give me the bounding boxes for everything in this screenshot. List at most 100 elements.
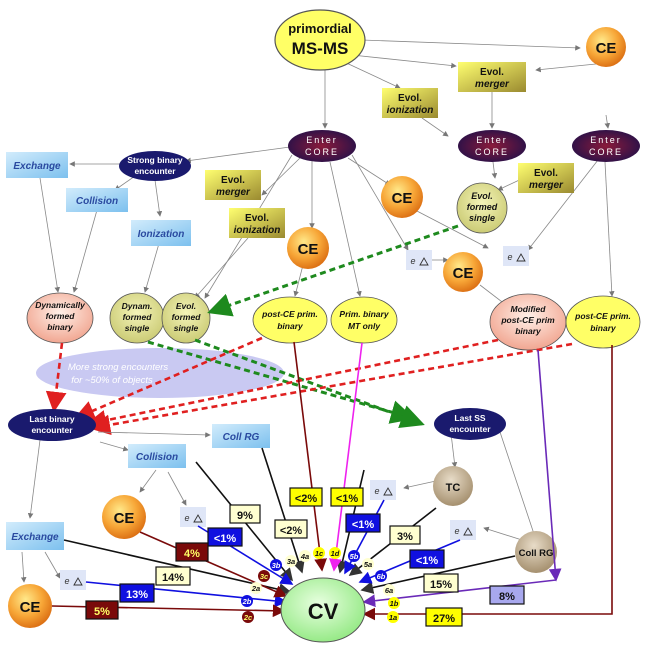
pct-box-1pct-c: <1% xyxy=(207,527,243,547)
ce-bottom-node: CE xyxy=(8,584,52,628)
svg-text:1d: 1d xyxy=(331,549,340,558)
pct-box-9pct: 9% xyxy=(229,504,261,524)
svg-text:ionization: ionization xyxy=(387,105,434,116)
svg-text:e: e xyxy=(454,526,459,536)
svg-text:More strong encounters: More strong encounters xyxy=(68,362,169,373)
svg-text:CORE: CORE xyxy=(589,147,623,157)
svg-text:Last SS: Last SS xyxy=(454,413,486,423)
channel-5a: 5a xyxy=(362,558,374,570)
channel-3c: 3c xyxy=(258,570,270,582)
svg-text:Ionization: Ionization xyxy=(138,229,185,240)
converging-lines xyxy=(51,341,613,621)
svg-text:e: e xyxy=(507,252,512,262)
svg-text:Evol.: Evol. xyxy=(176,301,196,311)
ejected-arrow-icon xyxy=(419,257,429,266)
svg-text:1c: 1c xyxy=(315,549,324,558)
evol-merger-top-box: Evol. merger xyxy=(458,62,526,92)
ce-mid-node: CE xyxy=(381,176,423,218)
pct-box-27pct: 27% xyxy=(425,607,463,627)
channel-1a: 1a xyxy=(387,611,399,623)
coll-rg-bottom-node: Coll RG xyxy=(515,531,557,573)
svg-text:CE: CE xyxy=(298,241,319,258)
ejected-arrow-icon xyxy=(193,514,203,523)
svg-text:e: e xyxy=(64,576,69,586)
pct-box-13pct: 13% xyxy=(119,583,155,603)
svg-text:encounter: encounter xyxy=(449,424,491,434)
svg-text:formed: formed xyxy=(172,312,202,322)
ejected-box-4: e xyxy=(60,570,86,590)
channel-2b: 2b xyxy=(241,595,253,607)
enter-core-mid-node: Enter CORE xyxy=(458,130,526,162)
ejected-box-2: e xyxy=(503,246,529,266)
channel-3a: 3a xyxy=(285,555,297,567)
svg-text:Enter: Enter xyxy=(306,135,338,145)
svg-text:5%: 5% xyxy=(94,606,110,618)
svg-text:CE: CE xyxy=(392,190,413,207)
ejected-arrow-icon xyxy=(516,253,526,262)
svg-text:Last binary: Last binary xyxy=(29,414,75,424)
svg-text:Dynam.: Dynam. xyxy=(122,301,153,311)
pct-box-5pct: 5% xyxy=(85,600,119,620)
channel-6b: 6b xyxy=(375,570,387,582)
strong-encounters-note: More strong encounters for ~50% of objec… xyxy=(36,348,284,398)
pct-box-4pct: 4% xyxy=(175,542,209,562)
svg-text:Collision: Collision xyxy=(136,452,178,463)
channel-3b: 3b xyxy=(270,559,282,571)
evol-merger-right-box: Evol. merger xyxy=(518,163,574,193)
red-dashed-arrows xyxy=(45,336,573,436)
ms-ms-label: MS-MS xyxy=(292,39,349,58)
pct-box-2pct-a: <2% xyxy=(289,487,323,507)
evol-ionization-mid-box: Evol. ionization xyxy=(382,88,438,118)
svg-text:binary: binary xyxy=(277,321,304,331)
svg-text:post-CE prim.: post-CE prim. xyxy=(261,309,318,319)
channel-6a: 6a xyxy=(383,584,395,596)
evol-formed-single-left-node: Evol. formed single xyxy=(161,292,211,344)
svg-text:5a: 5a xyxy=(364,560,372,569)
svg-text:e: e xyxy=(374,486,379,496)
svg-text:formed: formed xyxy=(467,202,498,212)
svg-text:CE: CE xyxy=(114,510,135,527)
coll-rg-top-box: Coll RG xyxy=(212,424,270,448)
evol-formed-single-right-node: Evol. formed single xyxy=(456,182,508,234)
enter-core-left-node: Enter CORE xyxy=(288,130,356,162)
svg-text:Coll RG: Coll RG xyxy=(223,432,260,443)
svg-text:encounter: encounter xyxy=(134,166,176,176)
svg-text:15%: 15% xyxy=(430,579,452,591)
channel-1d: 1d xyxy=(329,547,341,559)
svg-text:encounter: encounter xyxy=(31,425,73,435)
svg-text:TC: TC xyxy=(446,482,461,494)
ejected-box-5: e xyxy=(370,480,396,500)
pct-box-2pct-b: <2% xyxy=(274,519,308,539)
channel-labels: 1c 1d 4a 3a 3b 3c 2a 2b 2c 5b 5a 6b 6a 1… xyxy=(241,547,400,623)
svg-text:2c: 2c xyxy=(243,613,253,622)
ce-lower-node: CE xyxy=(102,495,146,539)
svg-text:e: e xyxy=(184,513,189,523)
prim-binary-mt-only-node: Prim. binary MT only xyxy=(330,296,398,344)
tc-node: TC xyxy=(433,466,473,506)
svg-text:1b: 1b xyxy=(390,599,399,608)
last-binary-encounter-node: Last binary encounter xyxy=(8,409,96,441)
svg-text:<1%: <1% xyxy=(214,533,237,545)
svg-text:CE: CE xyxy=(596,40,617,57)
svg-text:ionization: ionization xyxy=(234,225,281,236)
svg-text:Coll RG: Coll RG xyxy=(519,548,554,559)
svg-text:4a: 4a xyxy=(300,552,309,561)
svg-text:<2%: <2% xyxy=(295,493,318,505)
collision-top-box: Collision xyxy=(66,188,128,212)
channel-1c: 1c xyxy=(313,547,325,559)
svg-text:Evol.: Evol. xyxy=(471,191,493,201)
svg-text:13%: 13% xyxy=(126,589,148,601)
svg-text:Enter: Enter xyxy=(476,135,508,145)
exchange-lower-box: Exchange xyxy=(6,522,64,550)
svg-text:3a: 3a xyxy=(287,557,295,566)
pct-box-1pct-b: <1% xyxy=(345,513,381,533)
svg-text:binary: binary xyxy=(47,322,74,332)
svg-text:for ~50% of objects: for ~50% of objects xyxy=(71,375,153,386)
svg-text:Exchange: Exchange xyxy=(11,532,59,543)
ce-right-node: CE xyxy=(443,252,483,292)
svg-text:MT only: MT only xyxy=(348,321,381,331)
pct-box-3pct: 3% xyxy=(389,525,421,545)
primordial-label: primordial xyxy=(288,21,352,36)
post-ce-prim-binary-right-node: post-CE prim. binary xyxy=(565,295,641,349)
post-ce-prim-binary-node: post-CE prim. binary xyxy=(252,296,328,344)
